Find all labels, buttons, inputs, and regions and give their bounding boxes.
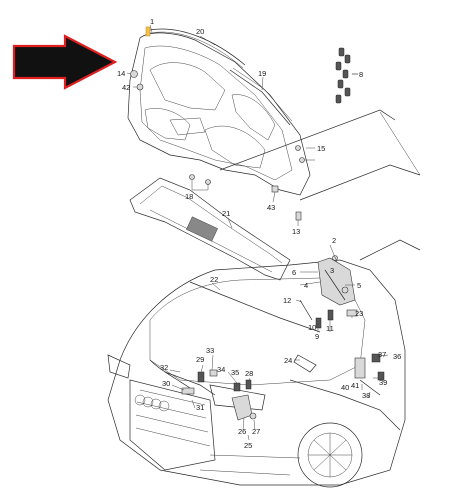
callout-40: 40: [341, 383, 349, 392]
callout-25: 25: [244, 441, 252, 450]
callout-31: 31: [196, 403, 204, 412]
callout-15: 15: [317, 144, 325, 153]
clips-group-8: [335, 47, 358, 104]
callout-6: 6: [292, 268, 296, 277]
callout-32: 32: [160, 363, 168, 372]
leader-lines: [126, 24, 389, 441]
callout-10: 10: [308, 323, 316, 332]
callout-30: 30: [162, 379, 170, 388]
hood-fasteners: [130, 70, 305, 221]
callout-11: 11: [326, 324, 334, 333]
callout-5: 5: [357, 281, 361, 290]
hood-panel: [127, 28, 311, 196]
seal-22: [189, 281, 321, 333]
hinge-assembly: [293, 255, 358, 373]
callout-18: 18: [185, 192, 193, 201]
callout-21: 21: [222, 209, 230, 218]
callout-9: 9: [315, 332, 319, 341]
callout-8: 8: [359, 70, 363, 79]
callout-39: 39: [379, 378, 387, 387]
callout-14: 14: [117, 69, 125, 78]
callout-12: 12: [283, 296, 291, 305]
callout-29: 29: [196, 355, 204, 364]
callout-35: 35: [231, 368, 239, 377]
plenum-cover-21: [129, 177, 291, 281]
callout-labels: 1 20 14 42 19 8 15 18 43 13 21 2 6 3 4 5…: [117, 17, 401, 450]
callout-26: 26: [238, 427, 246, 436]
callout-22: 22: [210, 275, 218, 284]
callout-36: 36: [393, 352, 401, 361]
callout-24: 24: [284, 356, 292, 365]
part-1-marker: [145, 26, 151, 37]
callout-2: 2: [332, 236, 336, 245]
lock-cable-assembly: [149, 353, 385, 421]
callout-13: 13: [292, 227, 300, 236]
callout-1: 1: [150, 17, 154, 26]
callout-42: 42: [122, 83, 130, 92]
callout-43: 43: [267, 203, 275, 212]
callout-4: 4: [304, 281, 308, 290]
callout-38: 38: [362, 391, 370, 400]
callout-37: 37: [378, 350, 386, 359]
callout-28: 28: [245, 369, 253, 378]
callout-23: 23: [355, 309, 363, 318]
callout-20: 20: [196, 27, 204, 36]
callout-27: 27: [252, 427, 260, 436]
pointer-arrow-icon: [12, 34, 118, 90]
callout-3: 3: [330, 266, 334, 275]
callout-33: 33: [206, 346, 214, 355]
callout-19: 19: [258, 69, 266, 78]
callout-34: 34: [217, 365, 225, 374]
callout-41: 41: [351, 381, 359, 390]
car-body: [107, 109, 421, 488]
